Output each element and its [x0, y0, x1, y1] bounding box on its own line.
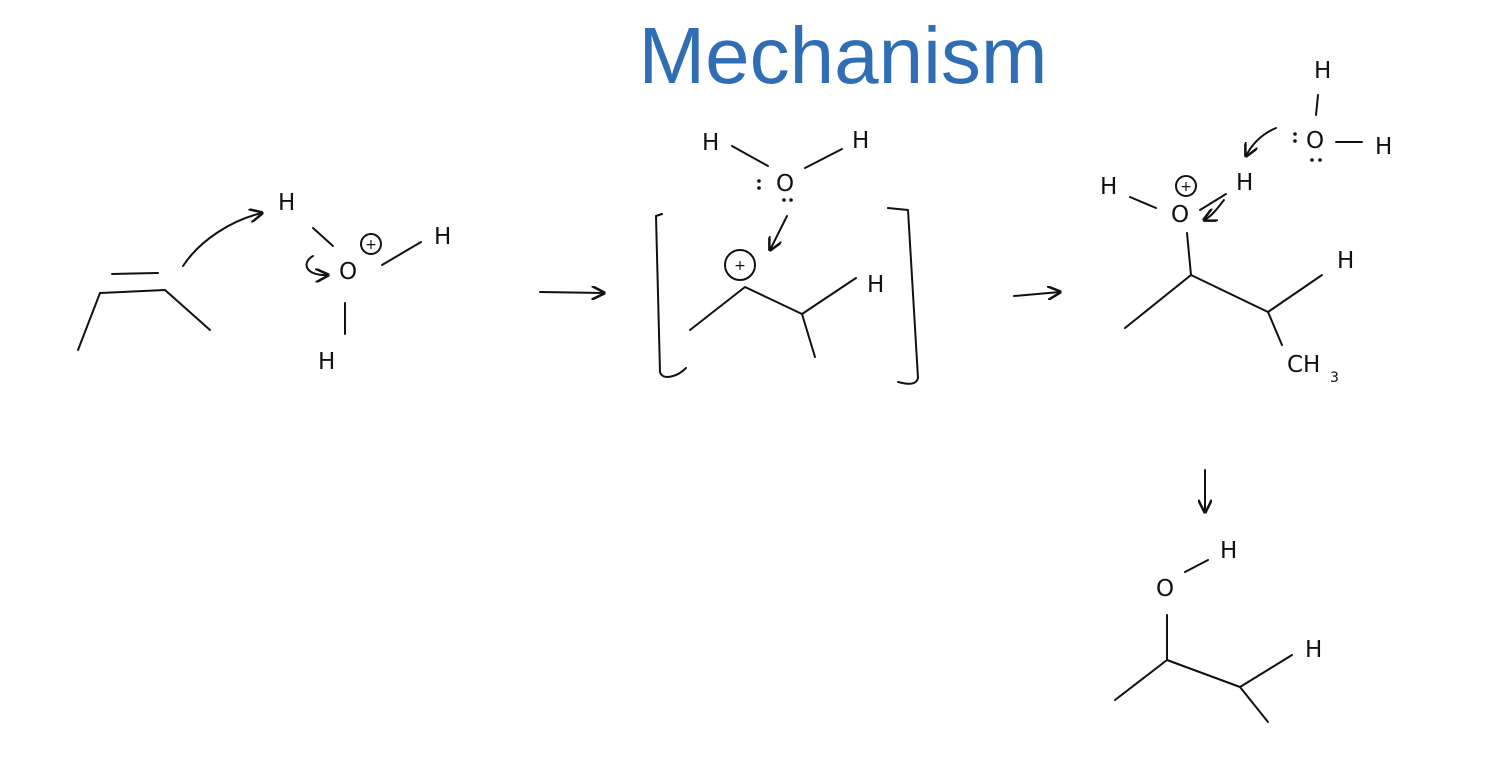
water-bond-left — [731, 145, 769, 167]
hydronium-h-top: H — [278, 190, 295, 216]
hydronium-charge-circle — [360, 233, 382, 255]
protonated-methyl-bond — [1267, 311, 1283, 346]
slide-title: Mechanism — [638, 11, 1048, 100]
electron-return-arrow — [1204, 199, 1225, 220]
protonated-c-o-bond — [1186, 232, 1192, 276]
base-h-top: H — [1314, 58, 1331, 84]
protonated-h-left: H — [1100, 174, 1117, 200]
product-carbon-h: H — [1305, 637, 1322, 663]
carbocation-skeleton — [689, 277, 857, 331]
base-h-right: H — [1375, 134, 1392, 160]
bracket-left — [655, 213, 687, 378]
alcohol-product: O H H — [1114, 538, 1322, 723]
protonated-charge-circle — [1175, 175, 1197, 197]
carbocation-methyl-bond — [801, 313, 816, 358]
carbocation-intermediate: + H — [655, 207, 919, 385]
hydronium-h-bottom: H — [318, 349, 335, 375]
nucleophilic-attack-arrow — [770, 215, 788, 250]
product-o: O — [1156, 576, 1174, 602]
methyl-label: CH — [1287, 352, 1320, 378]
hydronium-o: O — [339, 259, 357, 285]
reaction-arrow-1 — [539, 292, 604, 293]
reaction-arrow-2 — [1013, 292, 1060, 296]
protonated-bond-right — [1199, 193, 1227, 211]
alkene-double-bond — [111, 272, 159, 275]
pi-bond-attack-arrow — [182, 213, 262, 267]
alkene-reactant — [77, 272, 211, 351]
product-oh-h: H — [1220, 538, 1237, 564]
water-o: O — [776, 171, 794, 197]
base-bond-top — [1315, 94, 1319, 116]
water-nucleophile: H O H — [702, 128, 869, 250]
protonated-alcohol: H O + H H CH 3 — [1100, 170, 1354, 386]
water-h-left: H — [702, 130, 719, 156]
hydronium-bond-top — [312, 227, 334, 247]
hydronium-bond-right — [381, 241, 422, 266]
alkene-skeleton — [77, 289, 211, 351]
product-skeleton — [1114, 654, 1293, 701]
protonated-carbon-h: H — [1337, 248, 1354, 274]
carbocation-charge-circle — [724, 249, 756, 281]
water-base: H O H — [1246, 58, 1392, 162]
hydronium-h-right: H — [434, 224, 451, 250]
protonated-skeleton — [1124, 274, 1323, 329]
protonated-o: O — [1171, 202, 1189, 228]
carbocation-h: H — [867, 272, 884, 298]
bond-break-arrow — [305, 255, 328, 275]
hydronium-charge: + — [365, 237, 377, 253]
product-bond-oh — [1184, 559, 1209, 573]
base-o: O — [1306, 128, 1324, 154]
methyl-subscript: 3 — [1330, 370, 1339, 386]
water-bond-right — [804, 148, 843, 169]
water-h-right: H — [852, 128, 869, 154]
bracket-right — [887, 207, 919, 385]
hydronium-ion: H O + H H — [278, 190, 451, 375]
deprotonation-arrow — [1246, 127, 1277, 156]
protonated-h-right: H — [1236, 170, 1253, 196]
protonated-charge: + — [1180, 179, 1192, 195]
product-methyl-bond — [1239, 686, 1269, 723]
protonated-bond-left — [1129, 196, 1157, 209]
carbocation-charge: + — [734, 258, 746, 274]
